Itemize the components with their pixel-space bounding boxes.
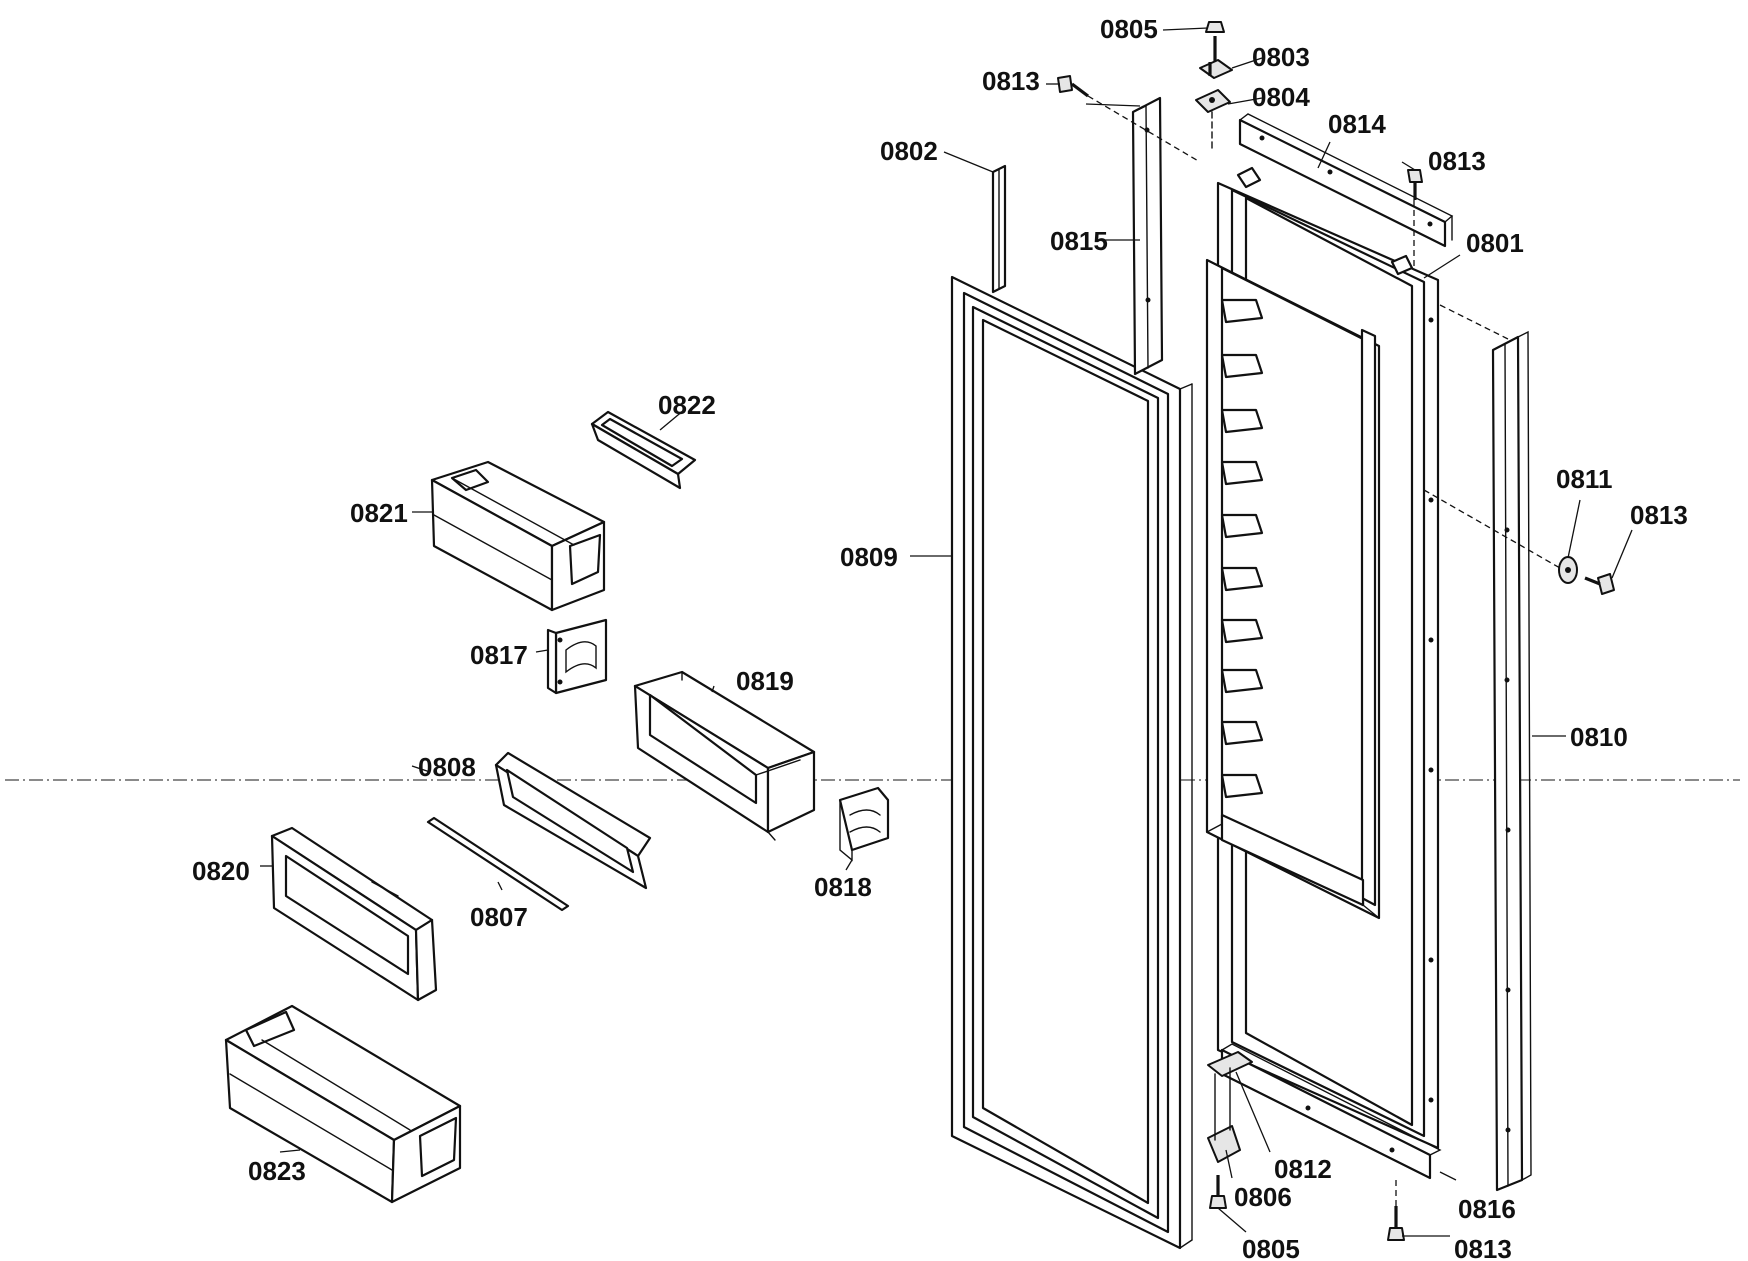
part-0818-clip	[838, 786, 890, 862]
callout-0816: 0816	[1458, 1194, 1516, 1224]
callout-0805-top: 0805	[1100, 14, 1158, 44]
callout-0806: 0806	[1234, 1182, 1292, 1212]
part-0808-gasket-frame	[494, 751, 652, 890]
callout-0817: 0817	[470, 640, 528, 670]
callout-0813-top-right: 0813	[1428, 146, 1486, 176]
callout-0802: 0802	[880, 136, 938, 166]
callout-0804: 0804	[1252, 82, 1310, 112]
callout-0814: 0814	[1328, 109, 1386, 139]
part-0821-bin	[430, 460, 606, 612]
callout-0813-top-left: 0813	[982, 66, 1040, 96]
callout-0823: 0823	[248, 1156, 306, 1186]
part-0819-box	[633, 670, 816, 841]
callout-0818: 0818	[814, 872, 872, 902]
callout-0808: 0808	[418, 752, 476, 782]
callout-0803: 0803	[1252, 42, 1310, 72]
callout-0815: 0815	[1050, 226, 1108, 256]
washer-0811	[1558, 556, 1578, 584]
callout-0819: 0819	[736, 666, 794, 696]
callout-0801: 0801	[1466, 228, 1524, 258]
part-0815-rail	[1131, 96, 1164, 376]
callout-0812: 0812	[1274, 1154, 1332, 1184]
part-0803-hinge-pin	[1199, 36, 1233, 79]
callout-0810: 0810	[1570, 722, 1628, 752]
callout-0822: 0822	[658, 390, 716, 420]
screw-0813-bottom	[1387, 1206, 1405, 1241]
part-0801-door-liner	[1205, 166, 1440, 1150]
part-0804-hinge-plate	[1195, 89, 1231, 113]
screw-0813-top-left	[1057, 75, 1089, 98]
leader-lines	[260, 27, 1633, 1237]
part-0814-top-bracket	[1238, 113, 1454, 248]
callout-0807: 0807	[470, 902, 528, 932]
callout-0809: 0809	[840, 542, 898, 572]
part-0812-0806-bottom-hinge	[1207, 1051, 1253, 1163]
part-0823-large-bin	[224, 1004, 462, 1204]
screw-0805-bottom	[1209, 1175, 1227, 1209]
part-0809-door-gasket	[950, 275, 1193, 1250]
part-0807-seal-strip	[426, 816, 570, 912]
callout-0813-bottom: 0813	[1454, 1234, 1512, 1261]
part-0805-top-screw	[1205, 21, 1225, 33]
screw-0813-top-right	[1407, 169, 1423, 200]
callout-0820: 0820	[192, 856, 250, 886]
screw-0813-right	[1584, 573, 1615, 595]
callout-0811: 0811	[1556, 464, 1612, 494]
callout-0813-right: 0813	[1630, 500, 1688, 530]
part-0820-cover-panel	[270, 826, 438, 1002]
part-0810-side-rail	[1491, 330, 1532, 1192]
part-0822-small-tray	[590, 410, 697, 490]
callout-0821: 0821	[350, 498, 408, 528]
part-0802-strip	[991, 164, 1007, 294]
part-0817-small-bracket	[546, 618, 608, 695]
callout-0805-bottom: 0805	[1242, 1234, 1300, 1261]
